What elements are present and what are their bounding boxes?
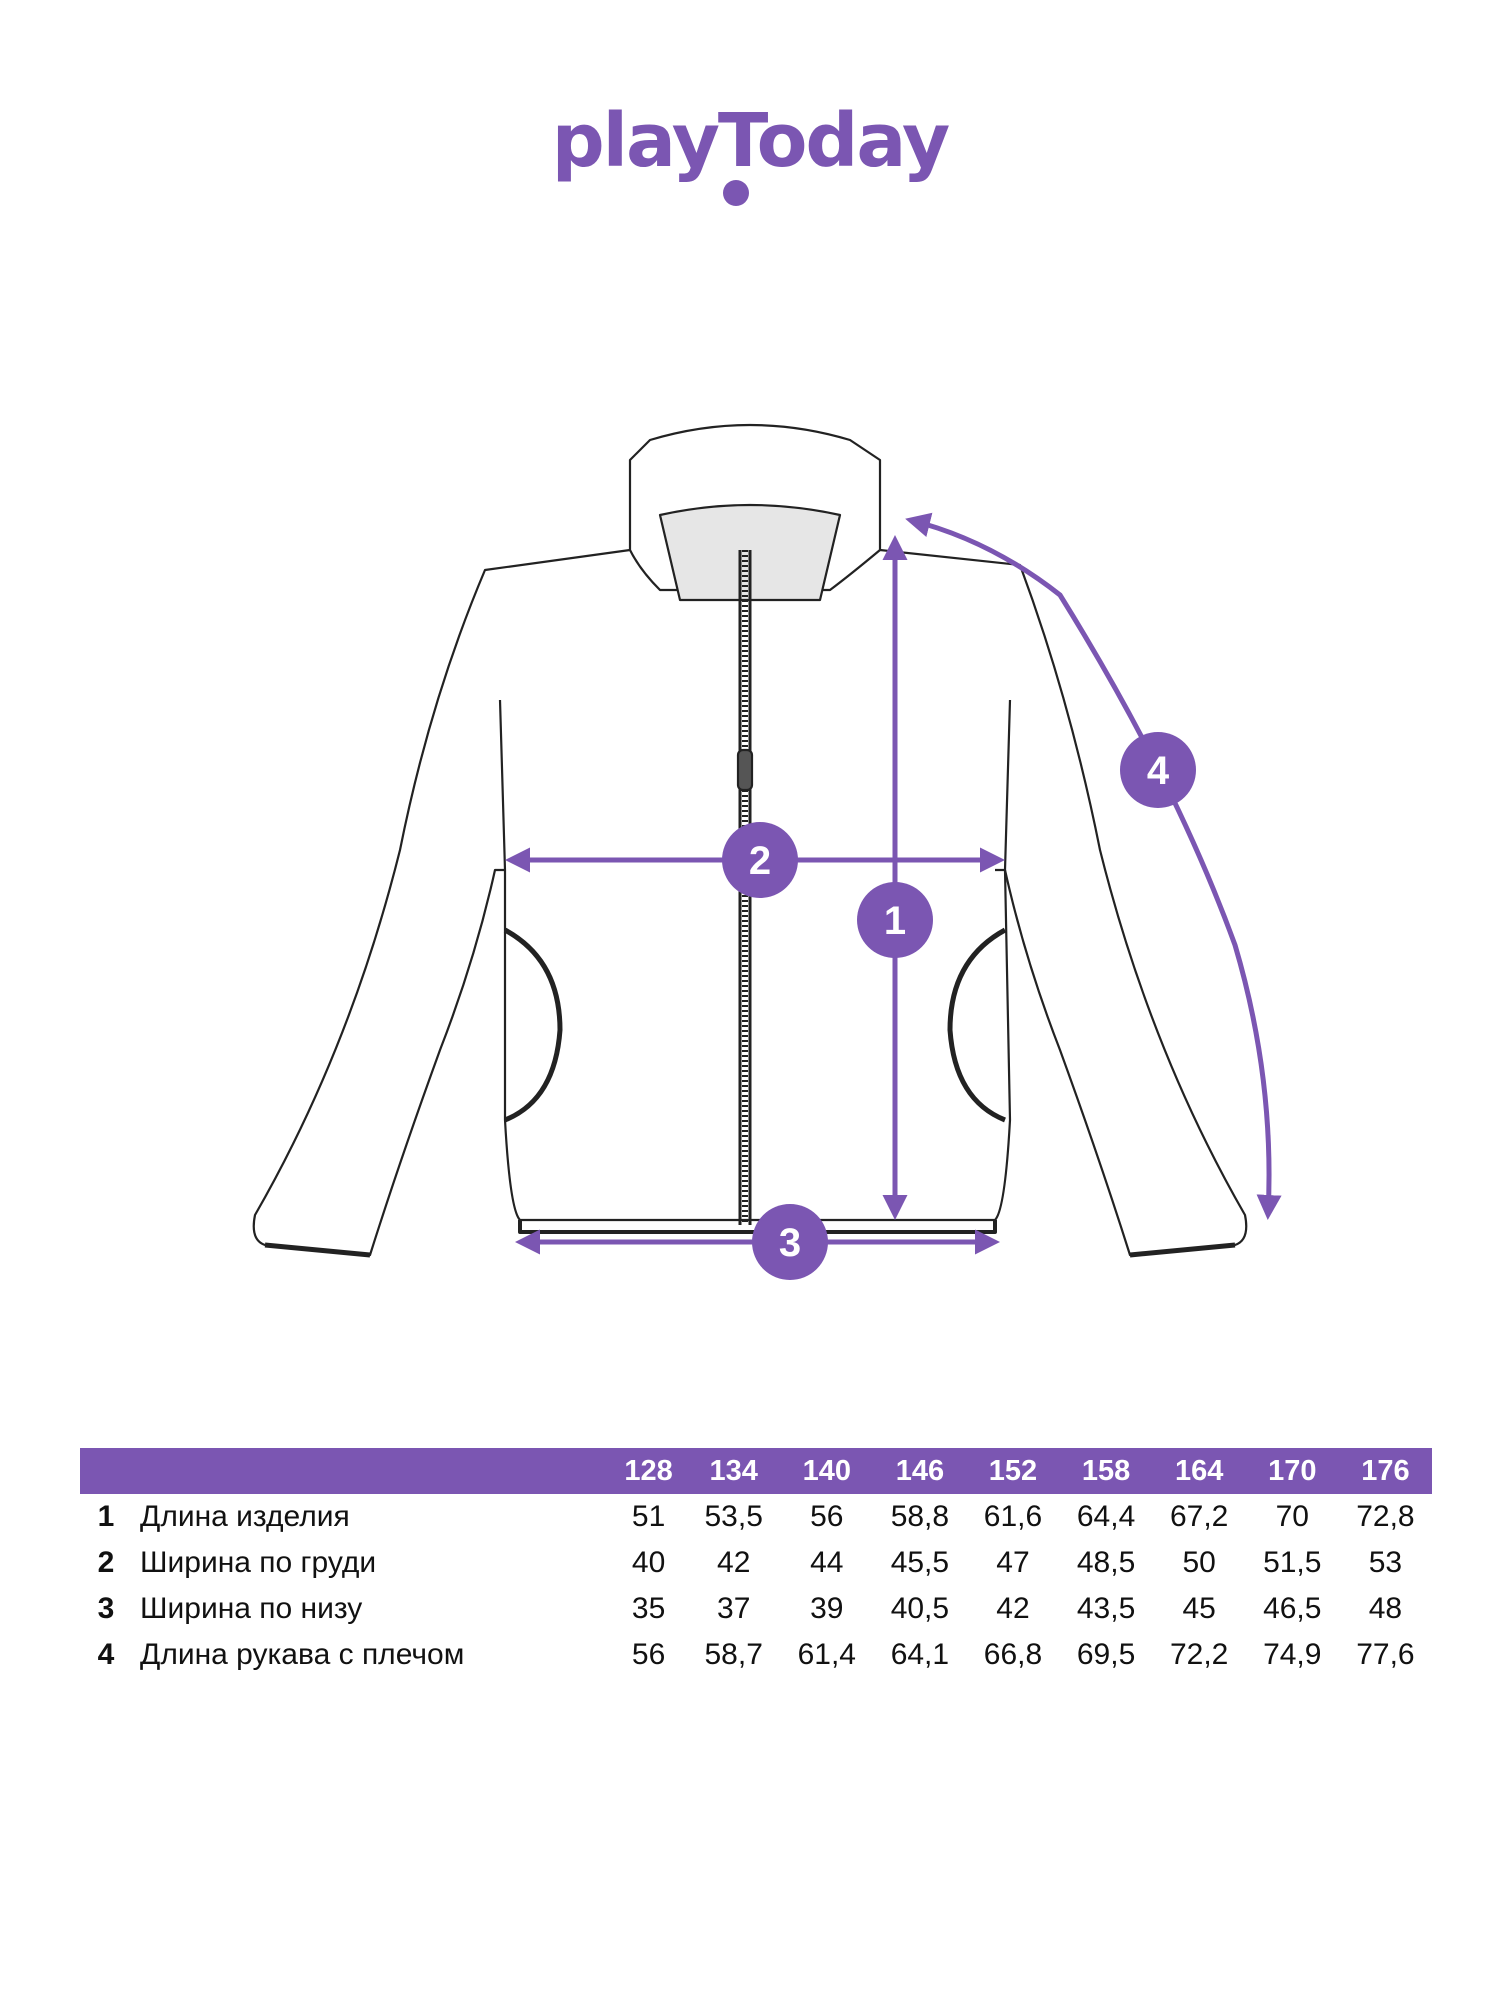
left-pocket	[503, 927, 563, 1123]
body-outline	[498, 699, 1012, 1222]
table-cell: 42	[996, 1592, 1030, 1625]
table-row: 1 Длина изделия 51 53,5 56 58,8 61,6 64,…	[80, 1494, 1432, 1540]
table-row: 2 Ширина по груди 40 42 44 45,5 47 48,5 …	[80, 1540, 1432, 1586]
size-header: 170	[1245, 1448, 1339, 1494]
marker-3-label: 3	[779, 1221, 801, 1265]
row-number: 4	[97, 1638, 115, 1671]
size-header: 164	[1152, 1448, 1246, 1494]
marker-4-label: 4	[1147, 749, 1170, 793]
size-header: 140	[780, 1448, 874, 1494]
marker-4: 4	[1120, 732, 1196, 808]
table-cell: 61,4	[797, 1638, 856, 1671]
marker-2-label: 2	[749, 839, 771, 883]
table-cell: 66,8	[983, 1638, 1043, 1671]
table-cell: 45,5	[890, 1546, 950, 1579]
size-header: 128	[610, 1448, 688, 1494]
row-number: 3	[97, 1592, 115, 1625]
table-cell: 51,5	[1263, 1546, 1322, 1579]
jacket-svg: 1 2 3 4	[252, 423, 1282, 1280]
table-cell: 53,5	[704, 1500, 763, 1533]
measure-line-sleeve	[905, 512, 1282, 1220]
size-header: 152	[966, 1448, 1060, 1494]
table-cell: 61,6	[983, 1500, 1043, 1533]
row-label: Длина рукава с плечом	[140, 1638, 465, 1671]
table-cell: 35	[631, 1592, 666, 1625]
table-row: 3 Ширина по низу 35 37 39 40,5 42 43,5 4…	[80, 1586, 1432, 1632]
table-cell: 67,2	[1169, 1500, 1229, 1533]
table-cell: 56	[631, 1638, 666, 1671]
marker-3: 3	[752, 1204, 828, 1280]
table-cell: 45	[1182, 1592, 1216, 1625]
table-cell: 42	[717, 1546, 751, 1579]
left-sleeve-outline	[252, 548, 631, 1257]
table-cell: 77,6	[1356, 1638, 1415, 1671]
right-pocket	[947, 927, 1007, 1123]
table-cell: 47	[996, 1546, 1030, 1579]
brand-logo-text: playToday	[551, 98, 951, 184]
row-label: Ширина по низу	[140, 1592, 363, 1625]
table-cell: 64,1	[890, 1638, 950, 1671]
size-header: 134	[687, 1448, 781, 1494]
table-cell: 40,5	[890, 1592, 950, 1625]
row-number: 1	[97, 1500, 115, 1533]
left-cuff	[264, 1242, 371, 1258]
table-cell: 48	[1368, 1592, 1403, 1625]
brand-logo: playToday	[540, 96, 960, 216]
table-cell: 48,5	[1076, 1546, 1136, 1579]
size-header: 158	[1059, 1448, 1153, 1494]
table-cell: 50	[1182, 1546, 1216, 1579]
size-header: 176	[1338, 1448, 1432, 1494]
table-cell: 43,5	[1076, 1592, 1136, 1625]
header-blank-label	[132, 1448, 610, 1494]
brand-logo-dot	[723, 180, 749, 206]
table-cell: 46,5	[1263, 1592, 1322, 1625]
size-header-row: 128 134 140 146 152 158 164 170 176	[80, 1448, 1432, 1494]
table-cell: 53	[1368, 1546, 1403, 1579]
row-number: 2	[97, 1546, 115, 1579]
size-chart-table: 128 134 140 146 152 158 164 170 176 1 Дл…	[80, 1448, 1432, 1678]
size-header: 146	[873, 1448, 967, 1494]
table-cell: 37	[717, 1592, 751, 1625]
table-cell: 69,5	[1076, 1638, 1136, 1671]
table-cell: 51	[631, 1500, 666, 1533]
table-row: 4 Длина рукава с плечом 56 58,7 61,4 64,…	[80, 1632, 1432, 1678]
table-cell: 72,2	[1169, 1638, 1229, 1671]
right-cuff	[1129, 1242, 1236, 1258]
zipper-pull	[736, 748, 754, 792]
row-label: Ширина по груди	[140, 1546, 377, 1579]
table-cell: 74,9	[1263, 1638, 1322, 1671]
table-cell: 64,4	[1076, 1500, 1136, 1533]
header-blank-num	[80, 1448, 132, 1494]
collar-outline	[628, 423, 882, 592]
right-sleeve-outline	[879, 548, 1248, 1257]
table-cell: 39	[810, 1592, 844, 1625]
table-cell: 44	[810, 1546, 844, 1579]
table-cell: 40	[631, 1546, 666, 1579]
table-cell: 72,8	[1356, 1500, 1415, 1533]
marker-2: 2	[722, 822, 798, 898]
marker-1: 1	[857, 882, 933, 958]
marker-1-label: 1	[884, 899, 906, 943]
table-cell: 56	[810, 1500, 844, 1533]
table-cell: 58,7	[704, 1638, 763, 1671]
table-cell: 70	[1275, 1500, 1309, 1533]
row-label: Длина изделия	[140, 1500, 350, 1533]
jacket-measurement-diagram: 1 2 3 4	[230, 400, 1310, 1300]
table-cell: 58,8	[890, 1500, 950, 1533]
